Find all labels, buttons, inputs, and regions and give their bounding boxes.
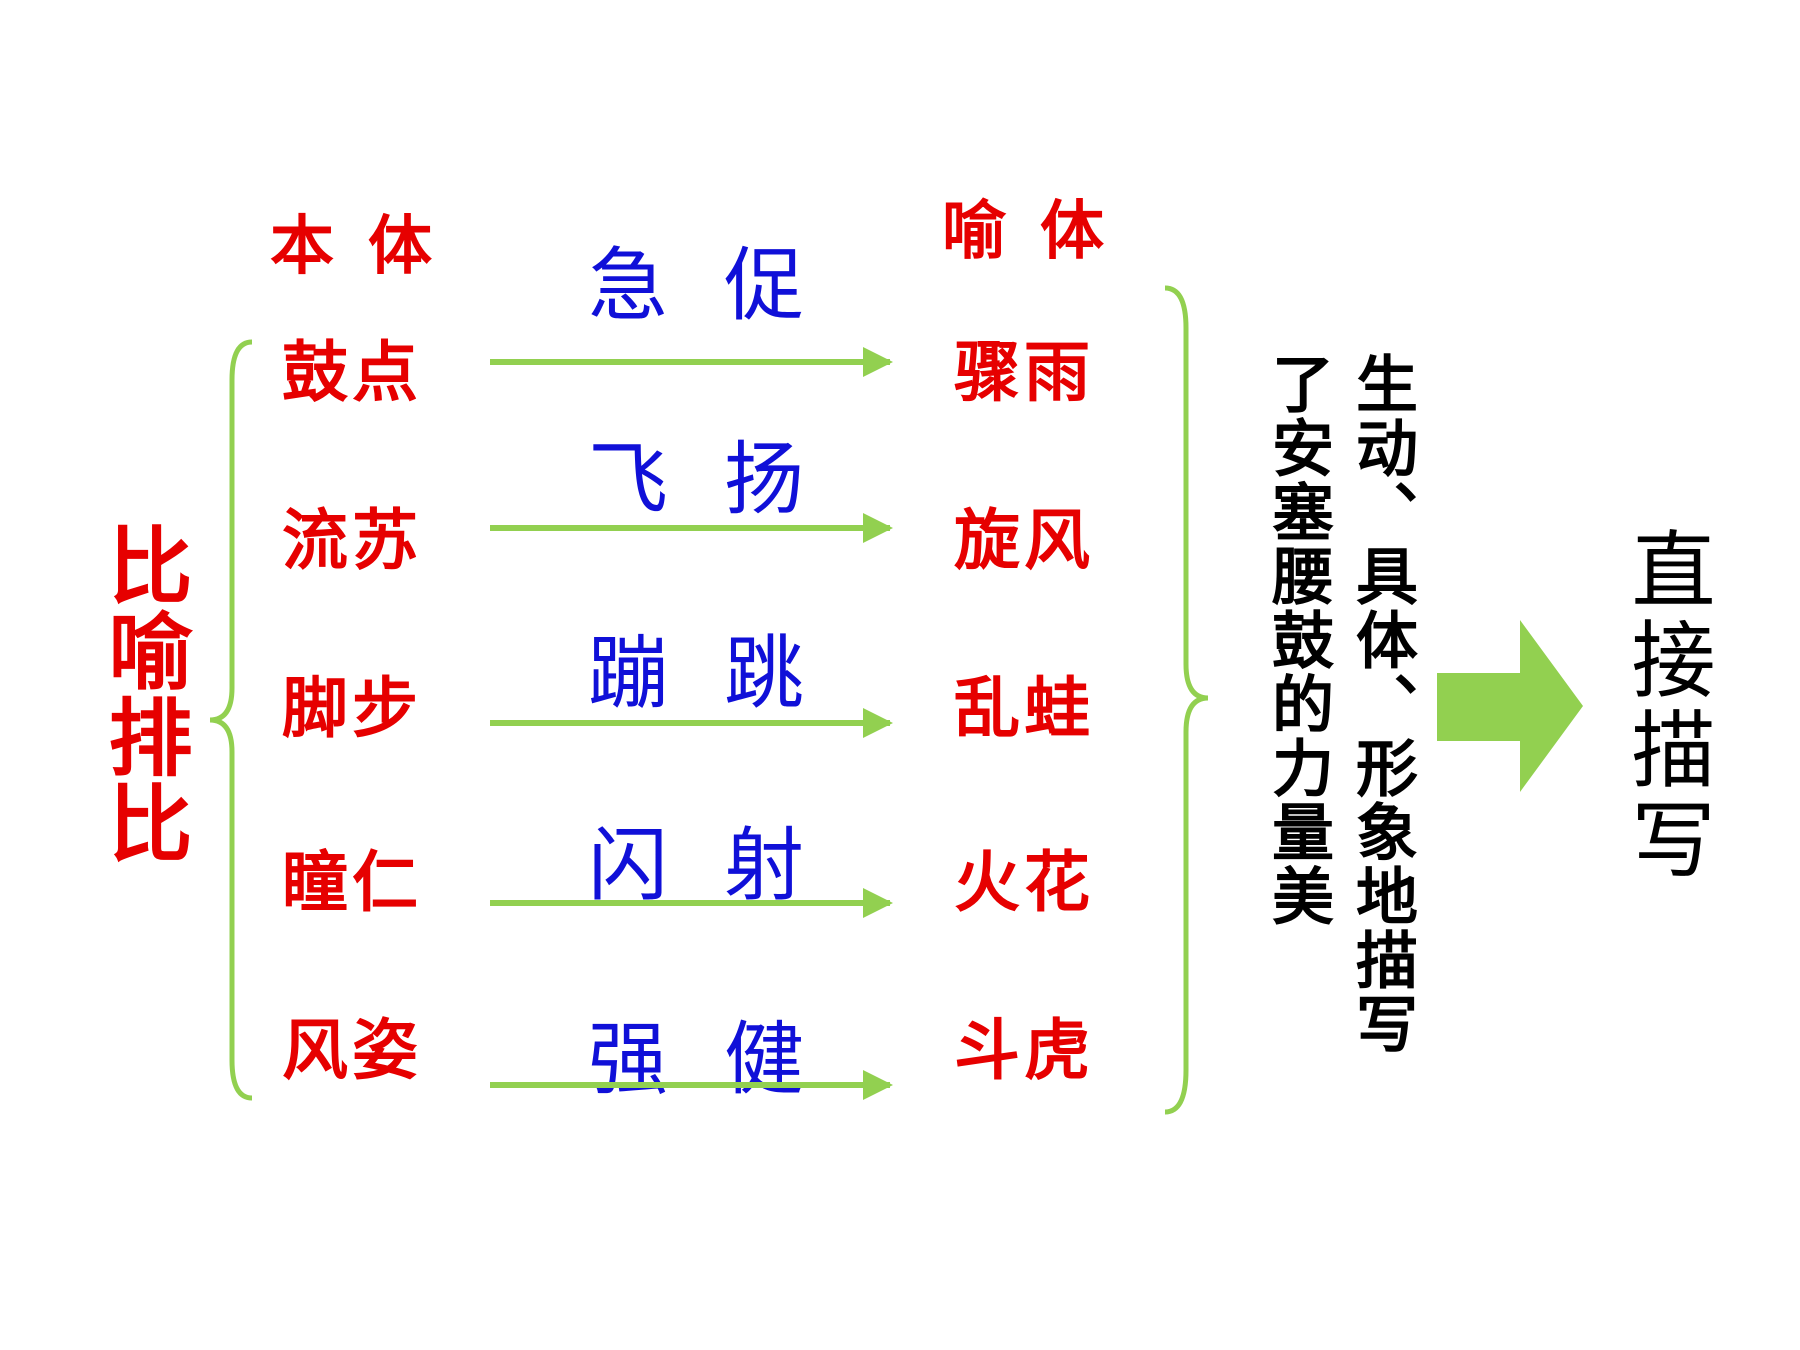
block-arrow — [1437, 620, 1583, 792]
verb-label: 蹦跳 — [588, 627, 860, 720]
tenor-term: 流苏 — [282, 502, 422, 579]
verb-label: 闪射 — [588, 819, 860, 912]
vehicle-term: 斗虎 — [954, 1012, 1094, 1089]
verb-label: 急促 — [588, 239, 860, 332]
right-brace — [1164, 285, 1209, 1115]
tenor-term: 瞳仁 — [282, 844, 422, 921]
left-brace — [209, 339, 253, 1101]
conclusion-text: 直接描写 — [1618, 526, 1716, 886]
tenor-term: 脚步 — [282, 670, 422, 747]
tenor-header: 本体 — [270, 210, 466, 284]
vehicle-header: 喻体 — [942, 195, 1138, 269]
vehicle-term: 火花 — [954, 844, 1094, 921]
summary-text: 生动、具体、形象地描写了安塞腰鼓的力量美 — [1261, 352, 1418, 1056]
tenor-term: 风姿 — [282, 1012, 422, 1089]
vehicle-term: 乱蛙 — [954, 670, 1094, 747]
tenor-term: 鼓点 — [282, 334, 422, 411]
vehicle-term: 骤雨 — [954, 334, 1094, 411]
verb-label: 飞扬 — [588, 433, 860, 526]
left-label: 比喻排比 — [95, 522, 193, 866]
vehicle-term: 旋风 — [954, 502, 1094, 579]
